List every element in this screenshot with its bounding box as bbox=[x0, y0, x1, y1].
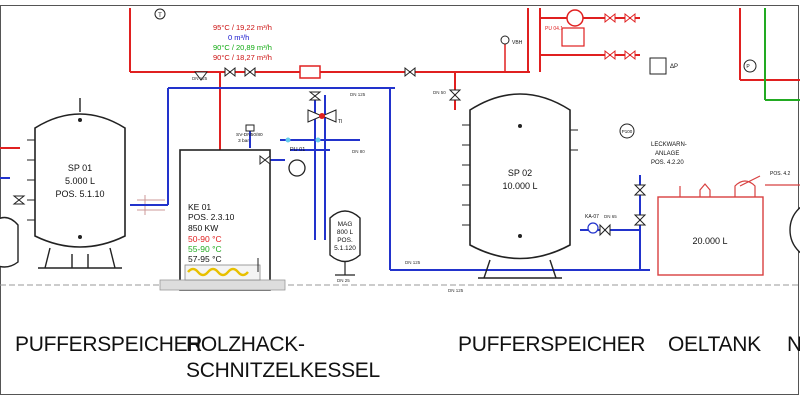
next-tank-partial bbox=[789, 206, 800, 254]
dn-label-f: DN 25 bbox=[337, 278, 350, 283]
leak-line-3: POS. 4.2.20 bbox=[651, 160, 684, 166]
vbh-label: VBH bbox=[512, 40, 523, 46]
flow-line-1: 95°C / 19,22 m³/h bbox=[213, 23, 272, 32]
valves-return bbox=[12, 91, 647, 237]
sp01-title: SP 01 bbox=[68, 163, 92, 173]
buffer-tank-sp01 bbox=[27, 98, 126, 269]
sv-pressure: 3 bar bbox=[238, 138, 249, 144]
ke01-temp-green: 55-90 °C bbox=[188, 244, 222, 254]
valves-supply bbox=[194, 66, 462, 101]
sensor-top-left bbox=[154, 8, 166, 20]
ke01-power: 850 KW bbox=[188, 223, 218, 233]
ke01-temp-red: 50-90 °C bbox=[188, 234, 222, 244]
sensor-top-right bbox=[743, 59, 757, 73]
dn-label-e: DN 125 bbox=[405, 260, 421, 265]
section-label-holzhack-2: SCHNITZELKESSEL bbox=[186, 359, 380, 382]
sensor-p100 bbox=[619, 123, 635, 139]
oil-tank bbox=[657, 175, 764, 276]
valves-top-right bbox=[604, 12, 636, 61]
ke01-temp-black: 57-95 °C bbox=[188, 254, 222, 264]
safety-valve bbox=[245, 124, 255, 148]
pump-pu04-label: PU 04.1 bbox=[545, 26, 563, 32]
controller-box bbox=[299, 65, 321, 79]
oil-tank-volume: 20.000 L bbox=[692, 236, 727, 246]
ka07-label: KA-07 bbox=[585, 214, 599, 220]
dp-label: ΔP bbox=[670, 64, 678, 70]
section-label-holzhack-1: HOLZHACK- bbox=[186, 333, 305, 356]
ke01-title: KE 01 bbox=[188, 202, 211, 212]
mag-title: MAG bbox=[338, 221, 353, 228]
supply-piping bbox=[0, 8, 800, 150]
sensor-blue-2 bbox=[315, 137, 321, 143]
pump-top-right bbox=[566, 9, 584, 27]
leak-line-2: ANLAGE bbox=[655, 151, 679, 157]
dn-label-c: DN 80 bbox=[352, 149, 365, 154]
boiler-ke01 bbox=[159, 149, 286, 291]
sensor-top-left-label: T bbox=[158, 13, 162, 19]
leak-line-1: LECKWARN- bbox=[651, 142, 687, 148]
section-label-oeltank: OELTANK bbox=[668, 333, 761, 356]
buffer-tank-sp02 bbox=[462, 93, 578, 279]
dn-label-d: DN 125 bbox=[350, 92, 366, 97]
pump-pu01-label: PU 01 bbox=[290, 147, 305, 153]
section-label-puffer-1: PUFFERSPEICHER bbox=[15, 333, 203, 356]
flow-meter-ka07 bbox=[587, 222, 599, 234]
expansion-vessel-mag bbox=[329, 210, 361, 276]
sp01-position: POS. 5.1.10 bbox=[55, 189, 104, 199]
dn-label-g: DN 65 bbox=[604, 214, 617, 219]
dn-label-a: DN 125 bbox=[192, 76, 208, 81]
dp-box bbox=[649, 57, 667, 75]
sp02-volume: 10.000 L bbox=[502, 181, 537, 191]
mag-volume: 800 L bbox=[337, 229, 354, 236]
mag-number: 5.1.120 bbox=[334, 245, 356, 252]
dn-label-b: DN 50 bbox=[433, 90, 446, 95]
vbh-sensor bbox=[500, 35, 510, 45]
mag-pos: POS. bbox=[337, 237, 353, 244]
sp01-volume: 5.000 L bbox=[65, 176, 95, 186]
sv-label: SV-DN50/80 bbox=[236, 132, 263, 138]
pump-pu01 bbox=[288, 159, 306, 177]
flow-line-2: 0 m³/h bbox=[228, 33, 249, 42]
section-label-puffer-2: PUFFERSPEICHER bbox=[458, 333, 646, 356]
unit-top-right bbox=[561, 27, 585, 47]
oil-pos-label: POS. 4.2 bbox=[770, 171, 791, 177]
small-tank-left bbox=[0, 216, 19, 268]
sp02-title: SP 02 bbox=[508, 168, 532, 178]
flow-line-3: 90°C / 20,89 m³/h bbox=[213, 43, 272, 52]
drawing-frame bbox=[0, 5, 799, 395]
section-label-cut: N bbox=[787, 333, 800, 356]
three-way-valve bbox=[307, 109, 337, 123]
temp-indicator-label: TI bbox=[338, 119, 342, 125]
sensor-blue-1 bbox=[285, 137, 291, 143]
p-label: P bbox=[746, 64, 750, 70]
flow-line-4: 90°C / 18,27 m³/h bbox=[213, 53, 272, 62]
dn-label-h: DN 125 bbox=[448, 288, 464, 293]
sensor-p100-label: P100 bbox=[622, 129, 633, 134]
ke01-position: POS. 2.3.10 bbox=[188, 212, 235, 222]
